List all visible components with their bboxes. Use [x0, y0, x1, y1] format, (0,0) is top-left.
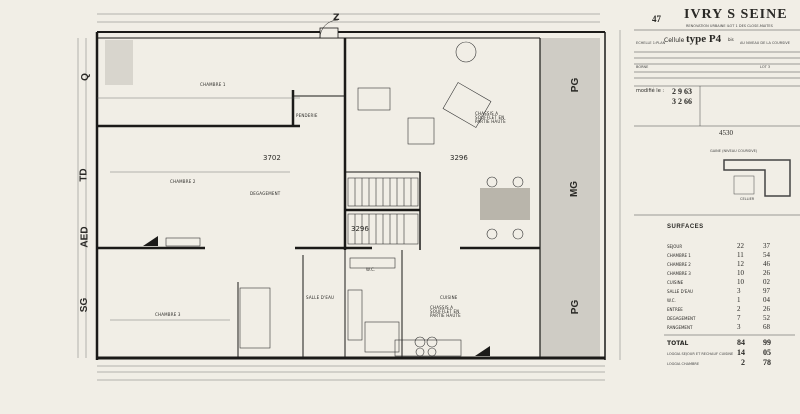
- room-label-chambre-3: CHAMBRE 3: [155, 312, 181, 317]
- loggia-chambre-label: LOGGIA CHAMBRE: [667, 362, 700, 366]
- side-label-aed: AED: [79, 226, 91, 248]
- loggia-chambre-a: 2: [741, 358, 745, 367]
- total-label: TOTAL: [667, 340, 689, 347]
- dimension-4530: 4530: [719, 129, 733, 137]
- right-label-mg: MG: [569, 180, 581, 198]
- modif-label: modifié le :: [636, 88, 665, 94]
- side-label-sg: SG: [79, 297, 91, 313]
- cellule-type-suffix: bis: [728, 37, 734, 42]
- room-label-cuisine: CUISINE: [440, 295, 458, 300]
- project-title: IVRY S SEINE: [684, 7, 788, 22]
- room-code-3702: 3702: [263, 154, 281, 162]
- room-label-chambre-1: CHAMBRE 1: [200, 82, 226, 87]
- room-label-chassis-cuisine: CHASSIS A SOUFFLET EN PARTIE HAUTE: [430, 305, 461, 318]
- right-label-pg-bottom: PG: [570, 299, 582, 315]
- cellule-label: Cellule: [664, 37, 685, 44]
- room-label-penderie: PENDERIE: [296, 113, 318, 118]
- niveau-label: AU NIVEAU DE LA COURSIVE: [740, 41, 791, 45]
- side-label-td: TD: [78, 168, 90, 182]
- sheet-number: 47: [652, 14, 661, 24]
- right-label-pg-top: PG: [570, 77, 582, 93]
- room-label-wc: W.C.: [366, 267, 376, 272]
- cellule-type: type P4: [686, 33, 722, 45]
- borne-label: BORNE: [636, 65, 649, 69]
- modif-date-1: 2 9 63: [672, 87, 692, 96]
- project-subtitle: RENOVATION URBAINE ILOT 1 DES CLOSE-MAIT…: [686, 24, 773, 28]
- loggia-sejour-b: 05: [763, 348, 771, 357]
- loggia-sejour-label: LOGGIA SEJOUR ET RECHAUF CUISINE: [667, 352, 734, 356]
- room-code-3296-entree: 3296: [351, 225, 369, 233]
- gaine-label: GAINE (NIVEAU COURSIVE): [710, 149, 758, 153]
- loggia-sejour-a: 14: [737, 348, 745, 357]
- room-code-3296-sejour: 3296: [450, 154, 468, 162]
- loggia-chambre-b: 78: [763, 358, 771, 367]
- modif-date-2: 3 2 66: [672, 97, 692, 106]
- total-value-b: 99: [763, 338, 771, 347]
- north-marker: Z: [333, 13, 340, 23]
- room-label-chambre-2: CHAMBRE 2: [170, 179, 196, 184]
- scale-label: ECHELLE 1:PLAN: [636, 41, 666, 45]
- total-value-a: 84: [737, 338, 745, 347]
- surfaces-title: SURFACES: [667, 224, 704, 230]
- side-label-q: Q: [79, 73, 91, 81]
- room-label-degagement: DEGAGEMENT: [250, 191, 281, 196]
- lot-label: LOT 3: [760, 65, 771, 69]
- cellier-label: CELLIER: [740, 197, 755, 201]
- room-label-salle-eau: SALLE D'EAU: [306, 295, 335, 300]
- room-label-chassis-sejour: CHASSIS A SOUFFLET EN PARTIE HAUTE: [475, 111, 506, 124]
